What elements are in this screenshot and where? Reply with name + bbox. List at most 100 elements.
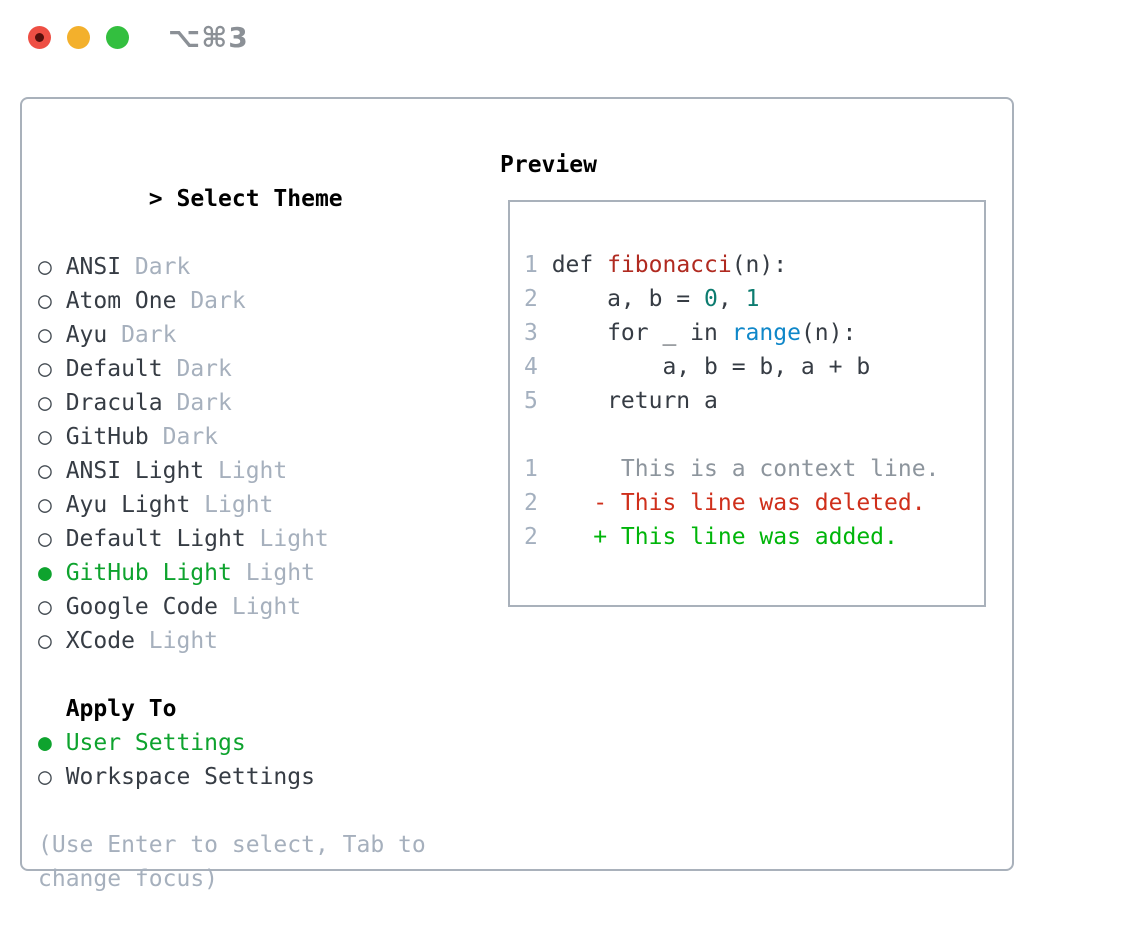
apply-option-workspace-settings[interactable]: ○ Workspace Settings [38, 760, 440, 794]
theme-variant-label: Dark [190, 288, 246, 314]
theme-name: Ayu [65, 322, 108, 348]
window-shortcut-label: ⌥⌘3 [168, 21, 249, 54]
theme-variant-label: Dark [134, 254, 191, 280]
theme-option-atom-one[interactable]: ○ Atom One Dark [38, 284, 440, 318]
spacer [38, 658, 440, 692]
radio-unselected-icon: ○ [38, 628, 52, 654]
select-theme-header: > Select Theme [38, 148, 440, 250]
radio-selected-icon: ● [38, 730, 52, 756]
theme-name: GitHub Light [65, 560, 232, 586]
code-text: - This line was deleted. [551, 490, 926, 516]
theme-name: ANSI Light [65, 458, 205, 484]
code-text: a, b = 0, 1 [551, 286, 760, 312]
code-line: 4 a, b = b, a + b [524, 350, 978, 384]
radio-unselected-icon: ○ [38, 594, 52, 620]
theme-option-default[interactable]: ○ Default Dark [38, 352, 440, 386]
code-line: 1 def fibonacci(n): [524, 248, 978, 282]
theme-option-dracula[interactable]: ○ Dracula Dark [38, 386, 440, 420]
line-number: 2 [524, 490, 538, 516]
code-line [524, 418, 978, 452]
theme-name: GitHub [65, 424, 149, 450]
close-button[interactable] [28, 26, 51, 49]
theme-option-ansi[interactable]: ○ ANSI Dark [38, 250, 440, 284]
theme-variant-label: Light [218, 458, 288, 484]
theme-variant-label: Dark [121, 322, 177, 348]
code-line: 1 This is a context line. [524, 452, 978, 486]
code-line: 5 return a [524, 384, 978, 418]
option-label: Workspace Settings [65, 764, 315, 790]
keyboard-hint-text: (Use Enter to select, Tab to change focu… [38, 832, 426, 892]
radio-unselected-icon: ○ [38, 322, 52, 348]
radio-unselected-icon: ○ [38, 492, 52, 518]
code-line: 2 - This line was deleted. [524, 486, 978, 520]
theme-variant-label: Light [245, 560, 315, 586]
line-number: 2 [524, 286, 538, 312]
theme-variant-label: Dark [176, 356, 232, 382]
code-text [552, 418, 566, 452]
theme-variant-label: Light [259, 526, 329, 552]
theme-option-default-light[interactable]: ○ Default Light Light [38, 522, 440, 556]
radio-unselected-icon: ○ [38, 390, 52, 416]
theme-option-github[interactable]: ○ GitHub Dark [38, 420, 440, 454]
radio-unselected-icon: ○ [38, 356, 52, 382]
prompt-icon: > [148, 186, 163, 212]
theme-option-github-light[interactable]: ● GitHub Light Light [38, 556, 440, 590]
code-line: 2 + This line was added. [524, 520, 978, 554]
theme-name: Google Code [65, 594, 219, 620]
line-number: 1 [524, 456, 538, 482]
theme-option-google-code[interactable]: ○ Google Code Light [38, 590, 440, 624]
theme-option-ayu-light[interactable]: ○ Ayu Light Light [38, 488, 440, 522]
theme-name: Default [65, 356, 163, 382]
theme-name: Ayu Light [65, 492, 191, 518]
option-label: User Settings [65, 730, 246, 756]
radio-selected-icon: ● [38, 560, 52, 586]
theme-name: XCode [65, 628, 135, 654]
code-line: 3 for _ in range(n): [524, 316, 978, 350]
line-number: 3 [524, 320, 538, 346]
theme-variant-label: Dark [176, 390, 232, 416]
theme-name: Atom One [65, 288, 177, 314]
code-text: return a [551, 388, 718, 414]
apply-option-user-settings[interactable]: ● User Settings [38, 726, 440, 760]
minimize-button[interactable] [67, 26, 90, 49]
theme-variant-label: Light [204, 492, 274, 518]
maximize-button[interactable] [106, 26, 129, 49]
code-text: a, b = b, a + b [551, 354, 871, 380]
theme-name: Dracula [65, 390, 163, 416]
theme-variant-label: Dark [162, 424, 219, 450]
code-line: 2 a, b = 0, 1 [524, 282, 978, 316]
apply-to-list: ● User Settings ○ Workspace Settings [38, 726, 440, 794]
theme-name: ANSI [65, 254, 122, 280]
code-text: def fibonacci(n): [551, 252, 788, 278]
select-theme-title: Select Theme [176, 186, 343, 212]
theme-option-ayu[interactable]: ○ Ayu Dark [38, 318, 440, 352]
radio-unselected-icon: ○ [38, 458, 52, 484]
spacer [38, 794, 440, 828]
theme-variant-label: Light [148, 628, 219, 654]
code-text: for _ in range(n): [551, 320, 857, 346]
line-number [524, 418, 538, 452]
radio-unselected-icon: ○ [38, 526, 52, 552]
line-number: 1 [524, 252, 538, 278]
radio-unselected-icon: ○ [38, 424, 52, 450]
close-button-dot-icon [35, 33, 44, 42]
theme-name: Default Light [65, 526, 246, 552]
radio-unselected-icon: ○ [38, 288, 52, 314]
code-text: + This line was added. [551, 524, 898, 550]
theme-option-xcode[interactable]: ○ XCode Light [38, 624, 440, 658]
theme-variant-label: Light [231, 594, 302, 620]
radio-unselected-icon: ○ [38, 764, 52, 790]
preview-title: Preview [500, 152, 597, 178]
line-number: 2 [524, 524, 538, 550]
radio-unselected-icon: ○ [38, 254, 52, 280]
theme-option-ansi-light[interactable]: ○ ANSI Light Light [38, 454, 440, 488]
apply-to-header: Apply To [65, 696, 177, 722]
titlebar: ⌥⌘3 [0, 0, 1140, 74]
line-number: 5 [524, 388, 538, 414]
line-number: 4 [524, 354, 538, 380]
